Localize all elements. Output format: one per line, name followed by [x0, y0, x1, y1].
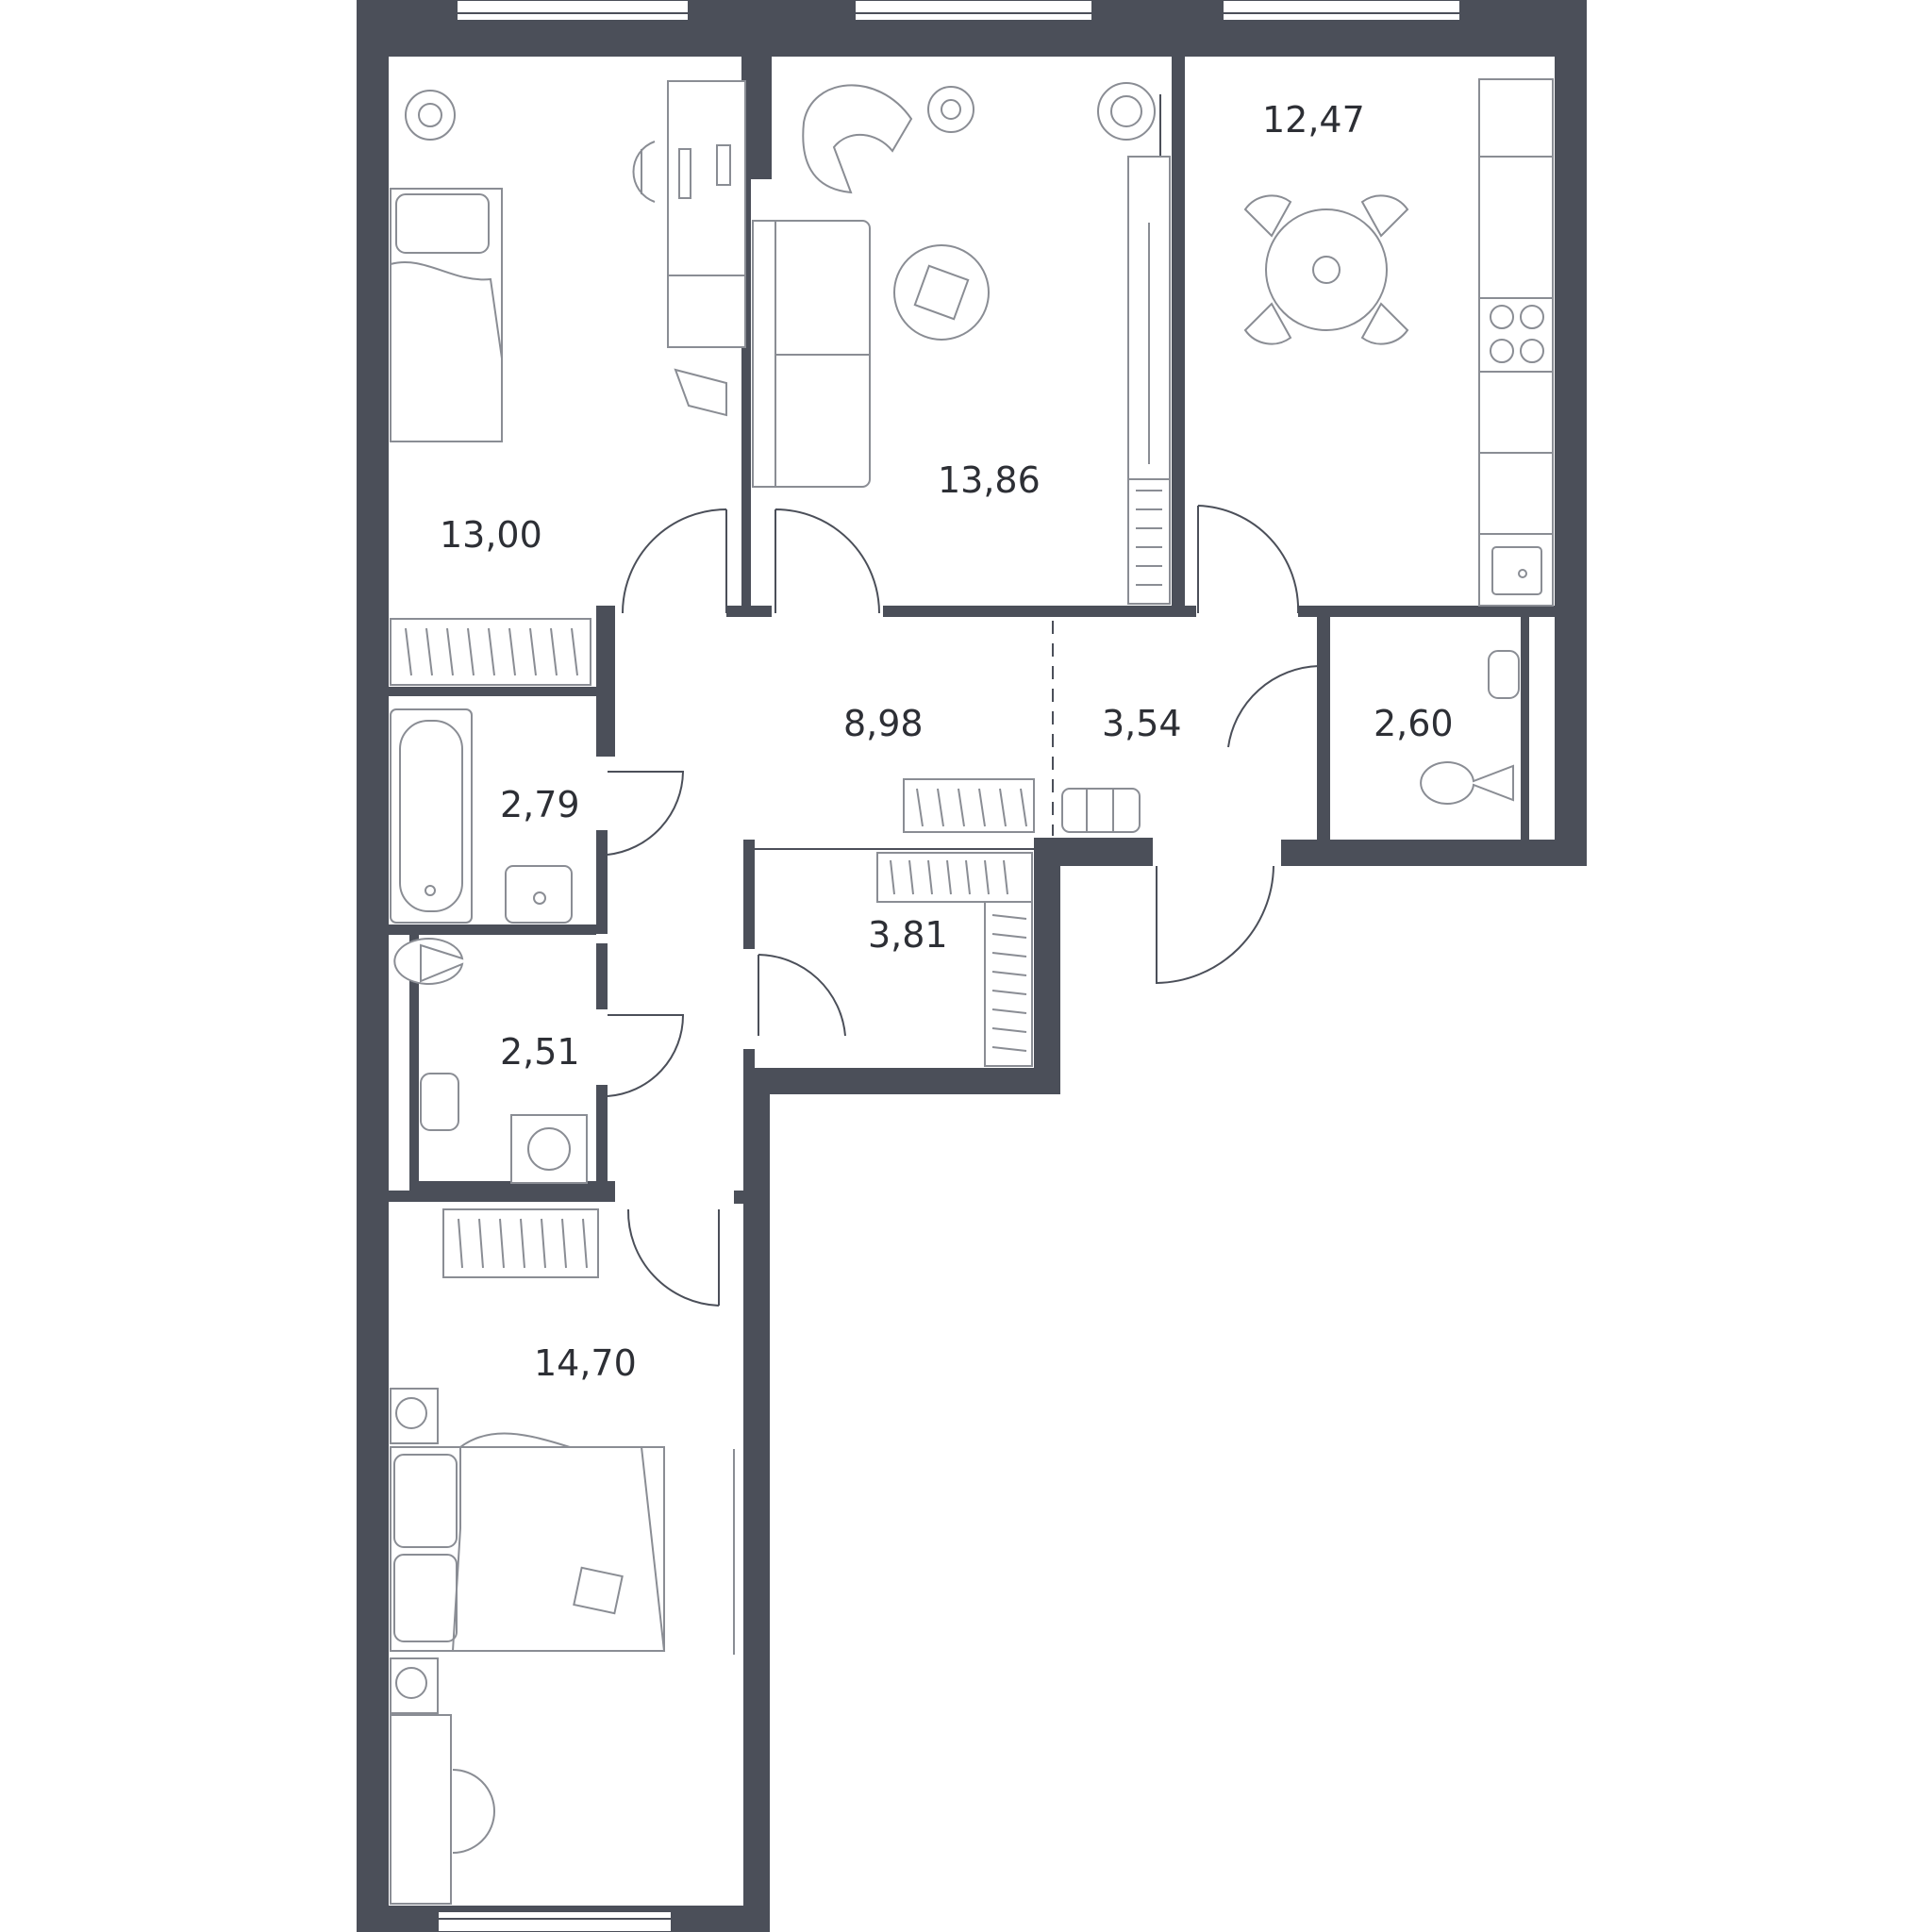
area-hall: 8,98 [843, 703, 924, 744]
area-wc-1: 2,60 [1374, 703, 1454, 744]
area-bedroom-1: 13,00 [440, 514, 542, 556]
area-wc-2: 2,51 [500, 1031, 580, 1073]
area-corridor: 3,54 [1102, 703, 1182, 744]
doors [607, 505, 1320, 1307]
windows [437, 0, 1461, 1932]
inner-lines [389, 94, 1529, 935]
area-bathroom: 2,79 [500, 784, 580, 825]
area-bedroom-2: 14,70 [534, 1342, 637, 1384]
area-wardrobe: 3,81 [868, 914, 948, 956]
area-living-room: 13,86 [938, 459, 1041, 501]
area-labels: 13,00 13,86 12,47 8,98 3,54 2,60 2,79 3,… [440, 99, 1454, 1384]
area-kitchen: 12,47 [1262, 99, 1365, 141]
furniture [390, 78, 1554, 1905]
